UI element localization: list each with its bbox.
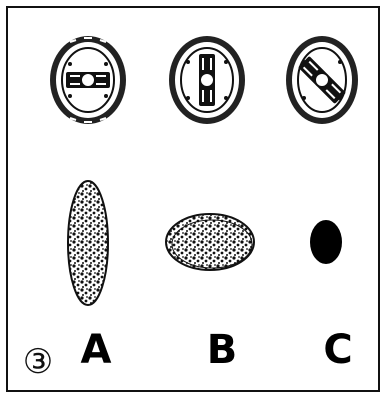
- figure-number: ③: [20, 344, 56, 380]
- film-reel-vertical-icon: [169, 36, 245, 124]
- ellipse-horizontal-textured: [166, 214, 254, 270]
- film-reel-diagonal-icon: [286, 36, 358, 124]
- label-b: B: [192, 326, 252, 374]
- ellipse-small-solid: [310, 220, 342, 264]
- label-c: C: [308, 326, 368, 374]
- label-a: A: [66, 326, 126, 374]
- ellipse-vertical-textured: [68, 181, 108, 305]
- film-reel-horizontal-icon: [50, 36, 126, 124]
